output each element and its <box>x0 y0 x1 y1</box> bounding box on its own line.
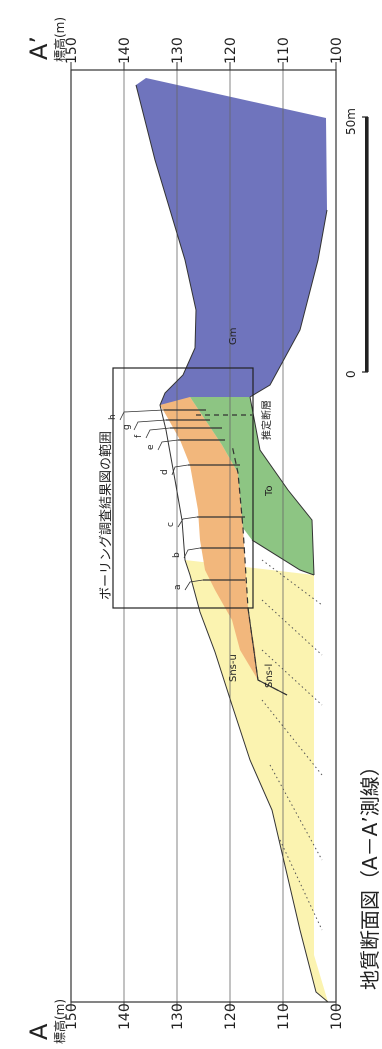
scale-bar-fill <box>365 117 368 372</box>
borehole-label-a: a <box>173 584 183 590</box>
elevation-axis-label-a-prime: 標高(m) <box>52 17 67 62</box>
section-frame <box>70 69 337 1003</box>
boreholes <box>164 409 245 581</box>
boring-range-label: ボーリング調査結果図の範囲 <box>99 431 114 600</box>
borehole-label-c: c <box>166 522 176 527</box>
elevation-axis-label-a: 標高(m) <box>52 999 67 1044</box>
fault-label: 推定断層 <box>260 400 273 440</box>
unit-sns-l-fill <box>185 560 328 1002</box>
elev-a-110: 110 <box>276 1003 292 1030</box>
unit-label-sns-l: Sns-l <box>264 664 275 688</box>
borehole-label-f: f <box>134 434 144 438</box>
elev-b-120: 120 <box>223 37 239 64</box>
section-end-label: A’ <box>25 36 53 60</box>
unit-label-to: To <box>264 485 275 497</box>
scale-bar-end: 50m <box>344 108 358 135</box>
elev-b-110: 110 <box>276 37 292 64</box>
elev-b-140: 140 <box>117 37 133 64</box>
elev-a-100: 100 <box>329 1003 345 1030</box>
elev-a-150: 150 <box>64 1003 80 1030</box>
sns-l-bedding-lines <box>261 559 323 931</box>
elevation-ticks-a-prime <box>70 62 337 70</box>
unit-label-sns-u: Sns-u <box>228 654 239 682</box>
elev-a-130: 130 <box>170 1003 186 1030</box>
borehole-leaders <box>119 409 204 591</box>
elev-a-120: 120 <box>223 1003 239 1030</box>
elevation-ticks-a <box>70 1002 337 1010</box>
borehole-label-e: e <box>146 444 156 450</box>
borehole-label-g: g <box>122 424 132 430</box>
scale-bar-zero: 0 <box>344 370 358 378</box>
boring-range-box <box>112 367 254 609</box>
diagram-title: 地質断面図（A－A’測線） <box>358 756 382 990</box>
elev-b-100: 100 <box>329 37 345 64</box>
borehole-label-d: d <box>160 469 170 475</box>
unit-sns-u-fill <box>160 397 287 695</box>
elevation-scale-a-prime: 100 110 120 130 140 150 <box>64 37 345 64</box>
borehole-label-b: b <box>172 552 182 558</box>
sns-boundary-dashed <box>231 444 288 696</box>
section-start-label: A <box>25 1023 53 1040</box>
elevation-scale-a: 100 110 120 130 140 150 <box>64 1003 345 1030</box>
elev-b-130: 130 <box>170 37 186 64</box>
elev-a-140: 140 <box>117 1003 133 1030</box>
unit-label-gm: Gm <box>228 328 239 346</box>
elev-b-150: 150 <box>64 37 80 64</box>
unit-gm-fill <box>136 78 327 405</box>
